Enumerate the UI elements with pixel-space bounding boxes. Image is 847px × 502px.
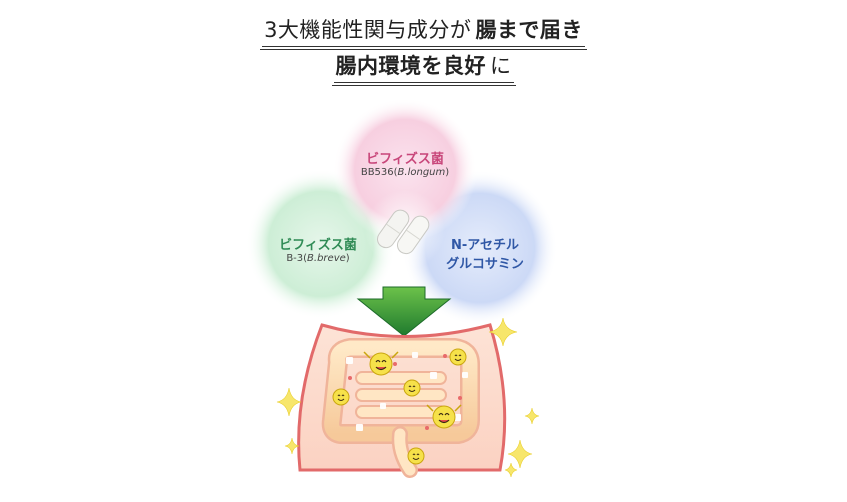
headline-line-1: 3大機能性関与成分が腸まで届き [0, 14, 847, 50]
top-ingredient-label: ビフィズス菌 BB536(B.longum) [345, 148, 465, 178]
left-ingredient-label: ビフィズス菌 B-3(B.breve) [258, 234, 378, 264]
headline-line-2-bold: 腸内環境を良好 [333, 50, 488, 83]
smiley-bacteria-icon [332, 348, 467, 465]
headline-line-1-regular: 3大機能性関与成分が [262, 14, 474, 47]
top-ingredient-strain: BB536(B.longum) [360, 167, 450, 178]
right-ingredient-label: N-アセチル グルコサミン [430, 234, 540, 272]
headline-line-2-regular: に [488, 50, 514, 83]
headline-line-1-bold: 腸まで届き [473, 14, 585, 47]
down-arrow-icon [356, 286, 452, 337]
capsule-icon [376, 209, 430, 255]
left-ingredient-strain: B-3(B.breve) [286, 253, 350, 264]
center-glow [365, 190, 445, 270]
intestine-illustration [297, 323, 507, 478]
top-ingredient-name: ビフィズス菌 [366, 152, 444, 167]
pink-glow-circle [333, 98, 477, 242]
headline-line-2: 腸内環境を良好に [0, 50, 847, 86]
sparkle-icon [276, 317, 540, 478]
right-ingredient-name-line-2: グルコサミン [446, 257, 524, 272]
right-ingredient-name-line-1: N-アセチル [450, 238, 519, 253]
left-ingredient-name: ビフィズス菌 [279, 238, 357, 253]
